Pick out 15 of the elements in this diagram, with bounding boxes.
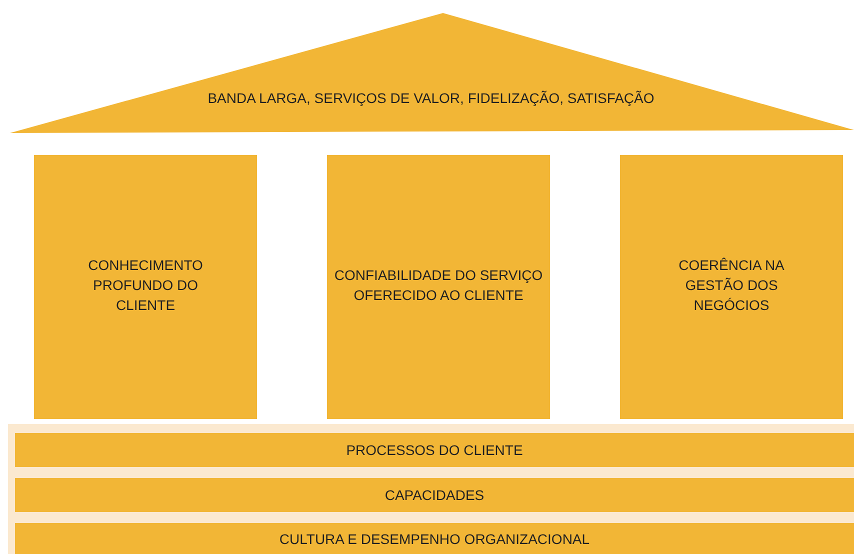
pillar-box [620,155,843,419]
pillar-label: CONFIABILIDADE DO SERVIÇO OFERECIDO AO CLIENTE [333,266,544,305]
layer-label: CAPACIDADES [384,486,484,505]
pillar-label: COERÊNCIA NA GESTÃO DOS NEGÓCIOS [678,256,786,315]
layer-label: PROCESSOS DO CLIENTE [346,441,523,460]
layer-bar [15,433,854,467]
roof-label: BANDA LARGA, SERVIÇOS DE VALOR, FIDELIZAÇÃO, SATISFAÇÃO [208,89,654,108]
pillar-box [34,155,257,419]
base-panel [8,424,854,554]
layer-label: CULTURA E DESEMPENHO ORGANIZACIONAL [279,530,590,548]
pillar-label: CONHECIMENTO PROFUNDO DO CLIENTE [88,256,203,315]
layer-bar [15,478,854,512]
layer-bar [15,523,854,554]
pillar-box [327,155,550,419]
roof-triangle [8,13,854,134]
